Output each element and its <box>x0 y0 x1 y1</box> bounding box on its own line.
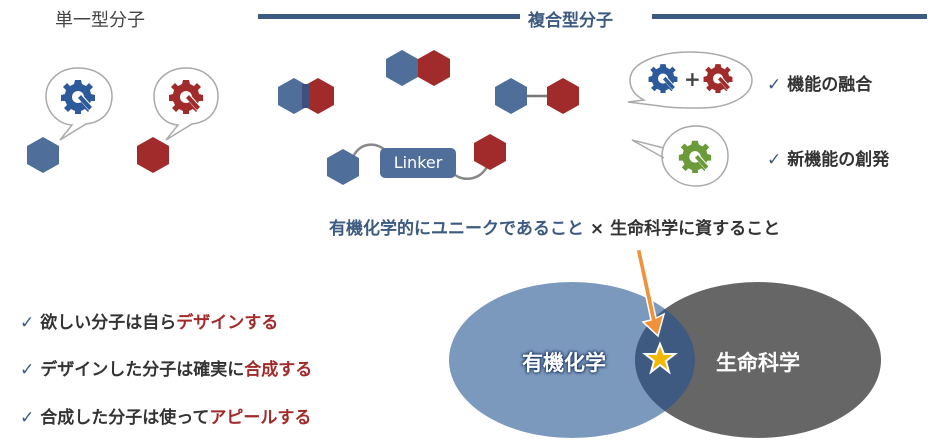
combo-part-organic: 有機化学的にユニークであること <box>329 219 584 239</box>
linker-label: Linker <box>380 148 456 178</box>
check-icon: ✓ <box>20 313 35 333</box>
feature-label: 新機能の創発 <box>787 150 890 170</box>
bullet-design: ✓欲しい分子は自らデザインする <box>20 308 278 333</box>
gear-wrench-icon-blue <box>61 80 95 114</box>
bullet-highlight: 合成する <box>244 360 313 380</box>
hexagon-red <box>547 78 579 114</box>
bullet-text: 欲しい分子は自ら <box>40 313 177 333</box>
gear-wrench-icon-red <box>703 64 733 93</box>
bullet-highlight: アピールする <box>209 408 312 428</box>
hexagon-red <box>137 137 169 173</box>
feature-emergence: ✓新機能の創発 <box>767 145 889 170</box>
feature-label: 機能の融合 <box>787 75 873 95</box>
overlap-region <box>302 84 310 108</box>
star-icon <box>642 341 678 375</box>
check-icon: ✓ <box>767 75 782 95</box>
gear-wrench-icon-red <box>169 80 203 114</box>
hexagon-blue <box>386 50 418 86</box>
combo-part-life: 生命科学に資すること <box>610 219 781 239</box>
bullet-text: デザインした分子は確実に <box>40 360 245 380</box>
single-molecule-title: 単一型分子 <box>55 10 145 31</box>
plus-sign: + <box>684 67 701 91</box>
feature-fusion: ✓機能の融合 <box>767 70 872 95</box>
hexagon-blue <box>27 137 59 173</box>
venn-label-life-science: 生命科学 <box>716 351 800 375</box>
bullet-highlight: デザインする <box>176 313 279 333</box>
gear-wrench-icon-green <box>678 140 712 173</box>
venn-circle-life-science <box>635 282 881 438</box>
venn-circle-organic-chemistry <box>449 282 695 438</box>
bullet-appeal: ✓合成した分子は使ってアピールする <box>20 403 311 428</box>
check-icon: ✓ <box>767 150 782 170</box>
bullet-synthesis: ✓デザインした分子は確実に合成する <box>20 355 312 380</box>
venn-label-organic-chemistry: 有機化学 <box>522 351 606 375</box>
composite-molecule-title: 複合型分子 <box>528 11 613 31</box>
hexagon-red <box>474 134 506 170</box>
check-icon: ✓ <box>20 408 35 428</box>
arrow-icon <box>635 248 666 338</box>
linker-chain-right <box>451 164 490 180</box>
bullet-text: 合成した分子は使って <box>40 408 210 428</box>
times-sign: × <box>589 219 605 239</box>
divider-left <box>258 14 520 19</box>
gear-wrench-icon-blue <box>648 64 678 93</box>
hexagon-red <box>418 50 450 86</box>
combo-sentence: 有機化学的にユニークであること×生命科学に資すること <box>329 214 780 239</box>
hexagon-blue <box>495 78 527 114</box>
divider-right <box>652 14 927 19</box>
check-icon: ✓ <box>20 360 35 380</box>
